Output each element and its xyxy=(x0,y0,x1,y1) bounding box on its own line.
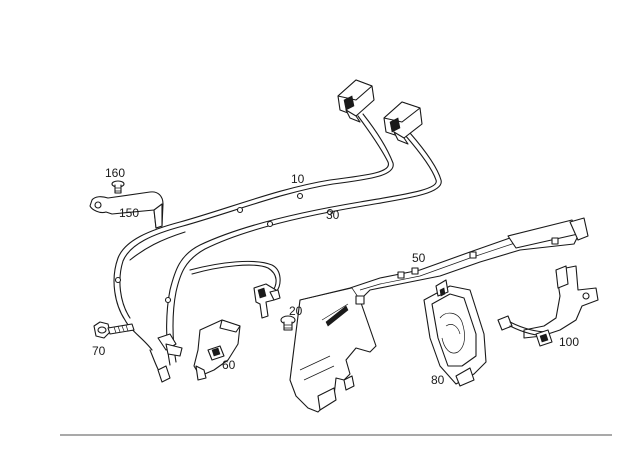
callout-160: 160 xyxy=(105,166,125,180)
screw-160[interactable] xyxy=(111,180,125,194)
bolt-70[interactable] xyxy=(93,321,135,339)
callout-80: 80 xyxy=(431,373,445,387)
callout-70: 70 xyxy=(92,344,106,358)
callout-20: 20 xyxy=(289,304,303,318)
callout-50: 50 xyxy=(412,251,426,265)
sensor-20[interactable] xyxy=(253,283,281,319)
cable-duct-50[interactable] xyxy=(289,217,589,413)
cable-tie-small xyxy=(157,333,183,383)
callout-150: 150 xyxy=(119,206,139,220)
callout-100: 100 xyxy=(559,335,579,349)
connector-plug-lower xyxy=(383,101,423,145)
holder-60[interactable] xyxy=(193,319,241,381)
callout-10: 10 xyxy=(291,172,305,186)
wiring-harness[interactable] xyxy=(113,79,442,381)
callout-labels: 10 20 30 50 60 70 80 100 150 160 xyxy=(92,166,579,387)
bracket-100[interactable] xyxy=(497,265,599,347)
connector-frame-80[interactable] xyxy=(423,279,487,387)
callout-30: 30 xyxy=(326,208,340,222)
screw-20[interactable] xyxy=(280,315,296,331)
connector-plug-upper xyxy=(337,79,375,123)
bracket-150[interactable] xyxy=(89,191,164,229)
callout-60: 60 xyxy=(222,358,236,372)
